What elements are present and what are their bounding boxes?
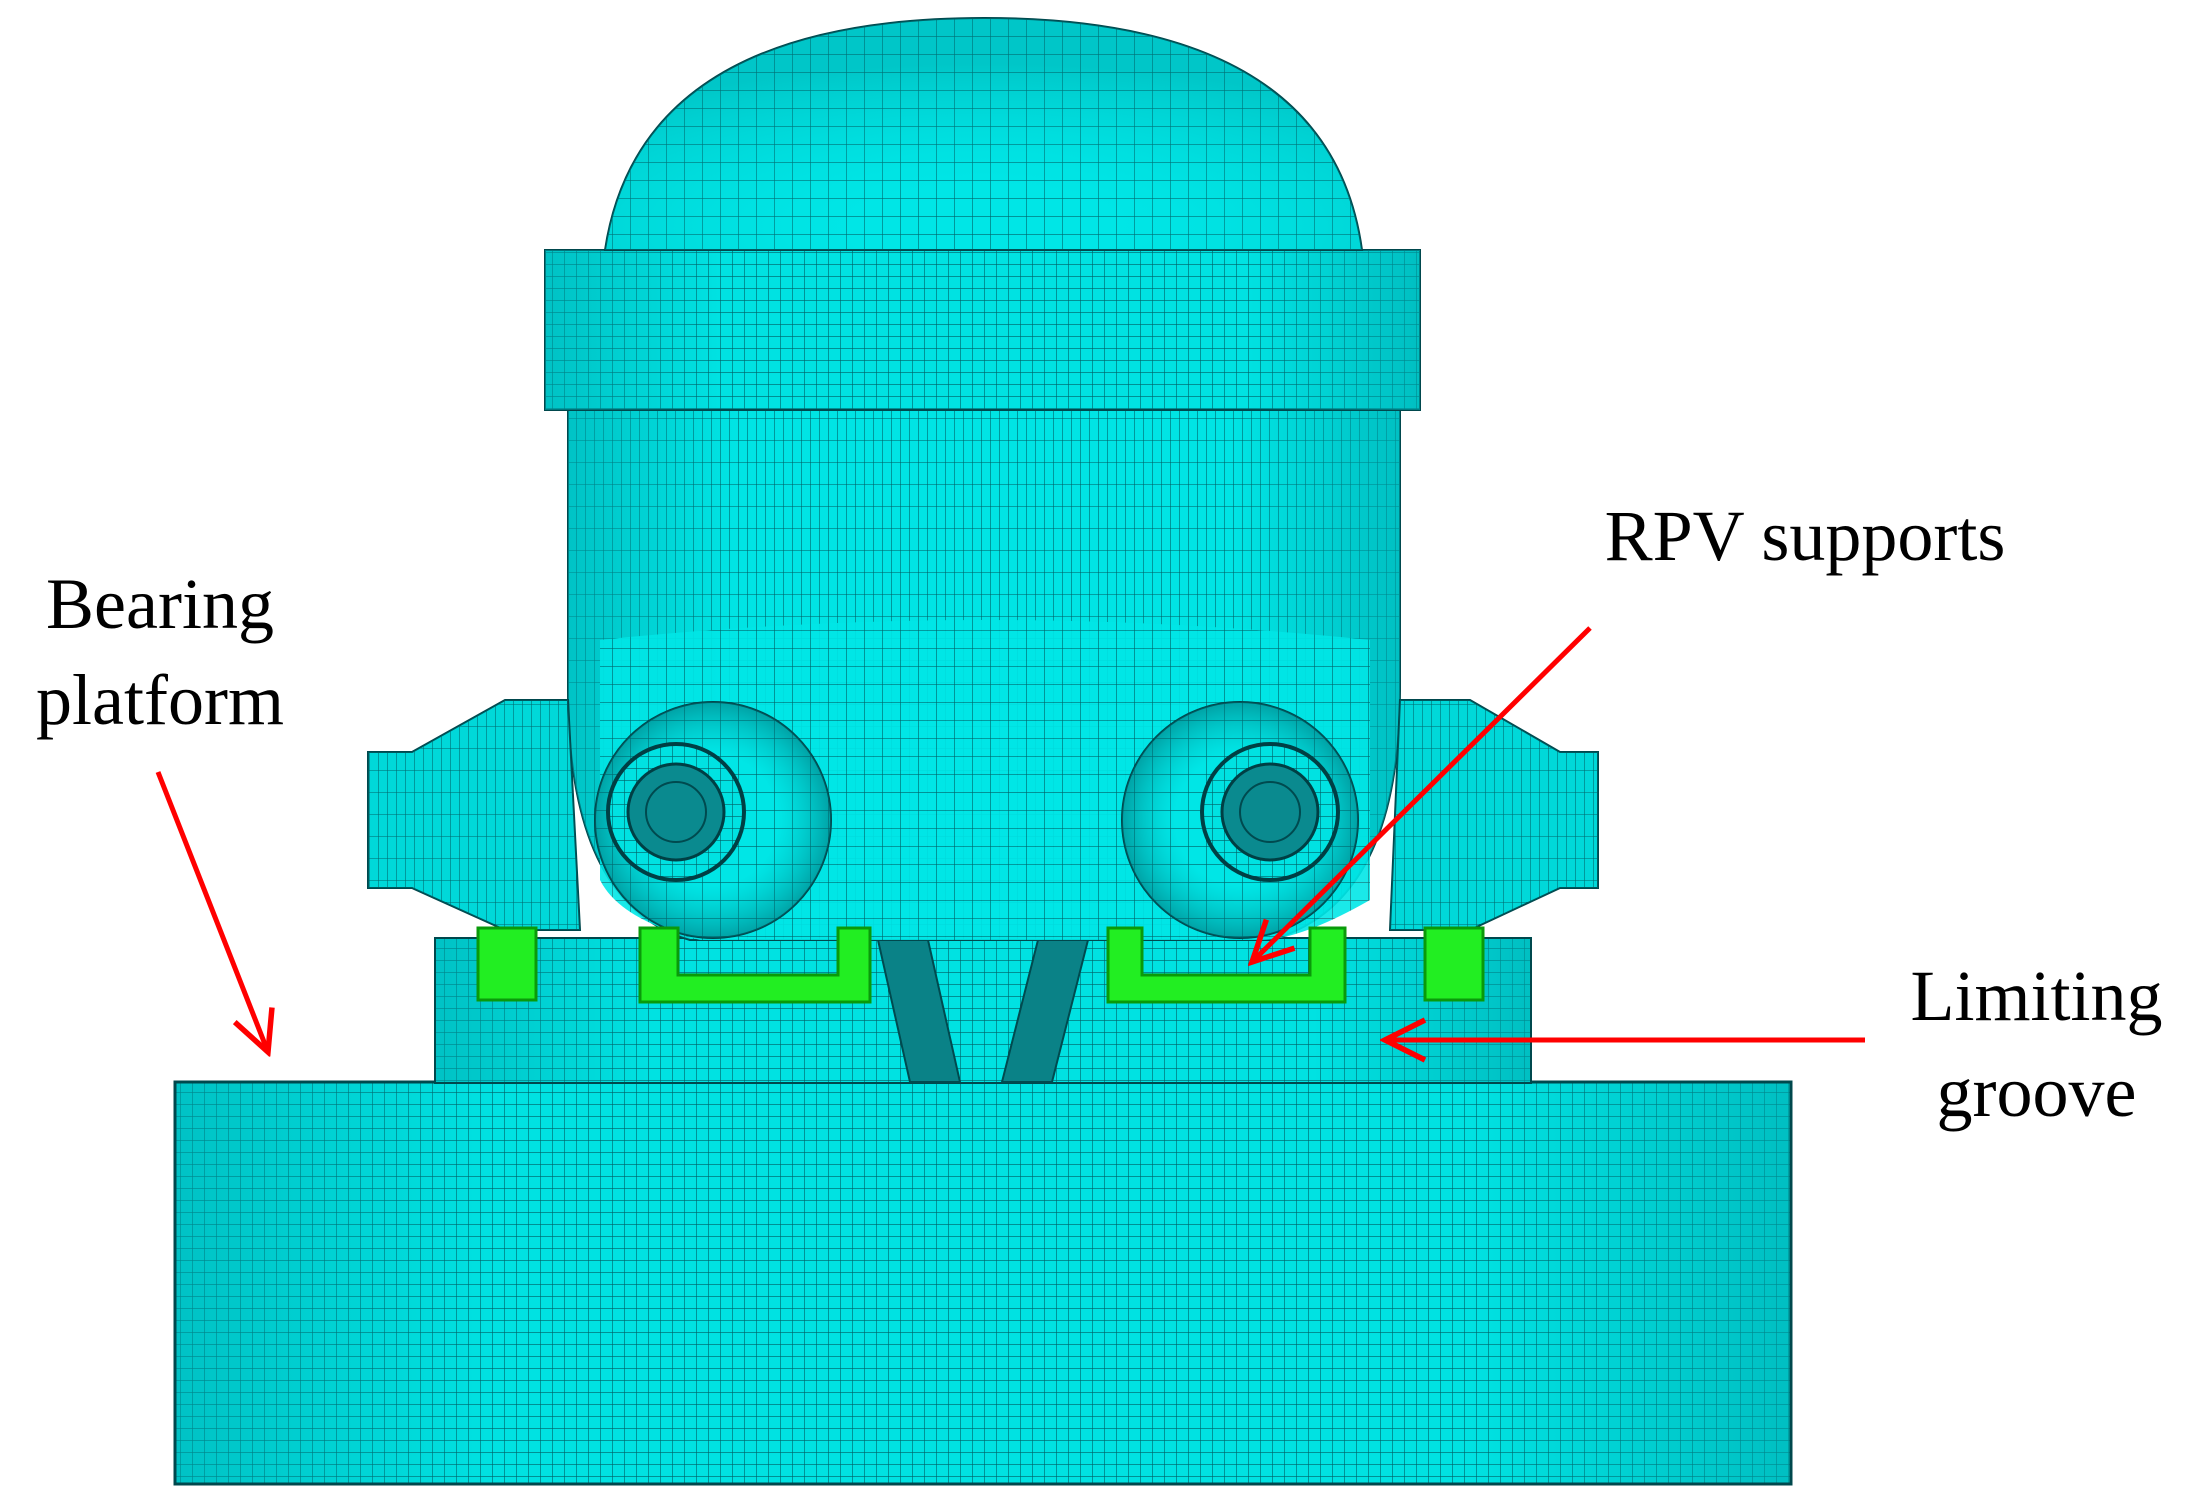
left-nozzle <box>594 701 832 939</box>
bearing-platform-label-line-2: platform <box>36 660 284 740</box>
limiting-groove-label-line-1: Limiting <box>1910 956 2163 1036</box>
bearing-platform-mesh <box>173 1080 1793 1486</box>
bearing-platform-label-line-1: Bearing <box>46 564 274 644</box>
bearing-platform-label: Bearing platform <box>10 556 310 748</box>
limiting-groove-mesh <box>434 937 1532 1084</box>
dome-head-mesh <box>603 16 1364 251</box>
callout-arrows <box>155 626 1865 1052</box>
rpv-supports <box>476 926 1485 1004</box>
limiting-groove-label: Limiting groove <box>1880 948 2193 1140</box>
right-nozzle <box>1121 701 1359 939</box>
rpv-supports-label-text: RPV supports <box>1604 496 2006 576</box>
arrow-rpv-supports <box>1252 626 1592 962</box>
closure-flange-mesh <box>544 249 1421 411</box>
limiting-groove-label-line-2: groove <box>1936 1052 2137 1132</box>
rpv-supports-label: RPV supports <box>1565 488 2045 584</box>
arrow-bearing-platform <box>155 771 268 1052</box>
rpv-vessel-mesh <box>367 401 1599 941</box>
